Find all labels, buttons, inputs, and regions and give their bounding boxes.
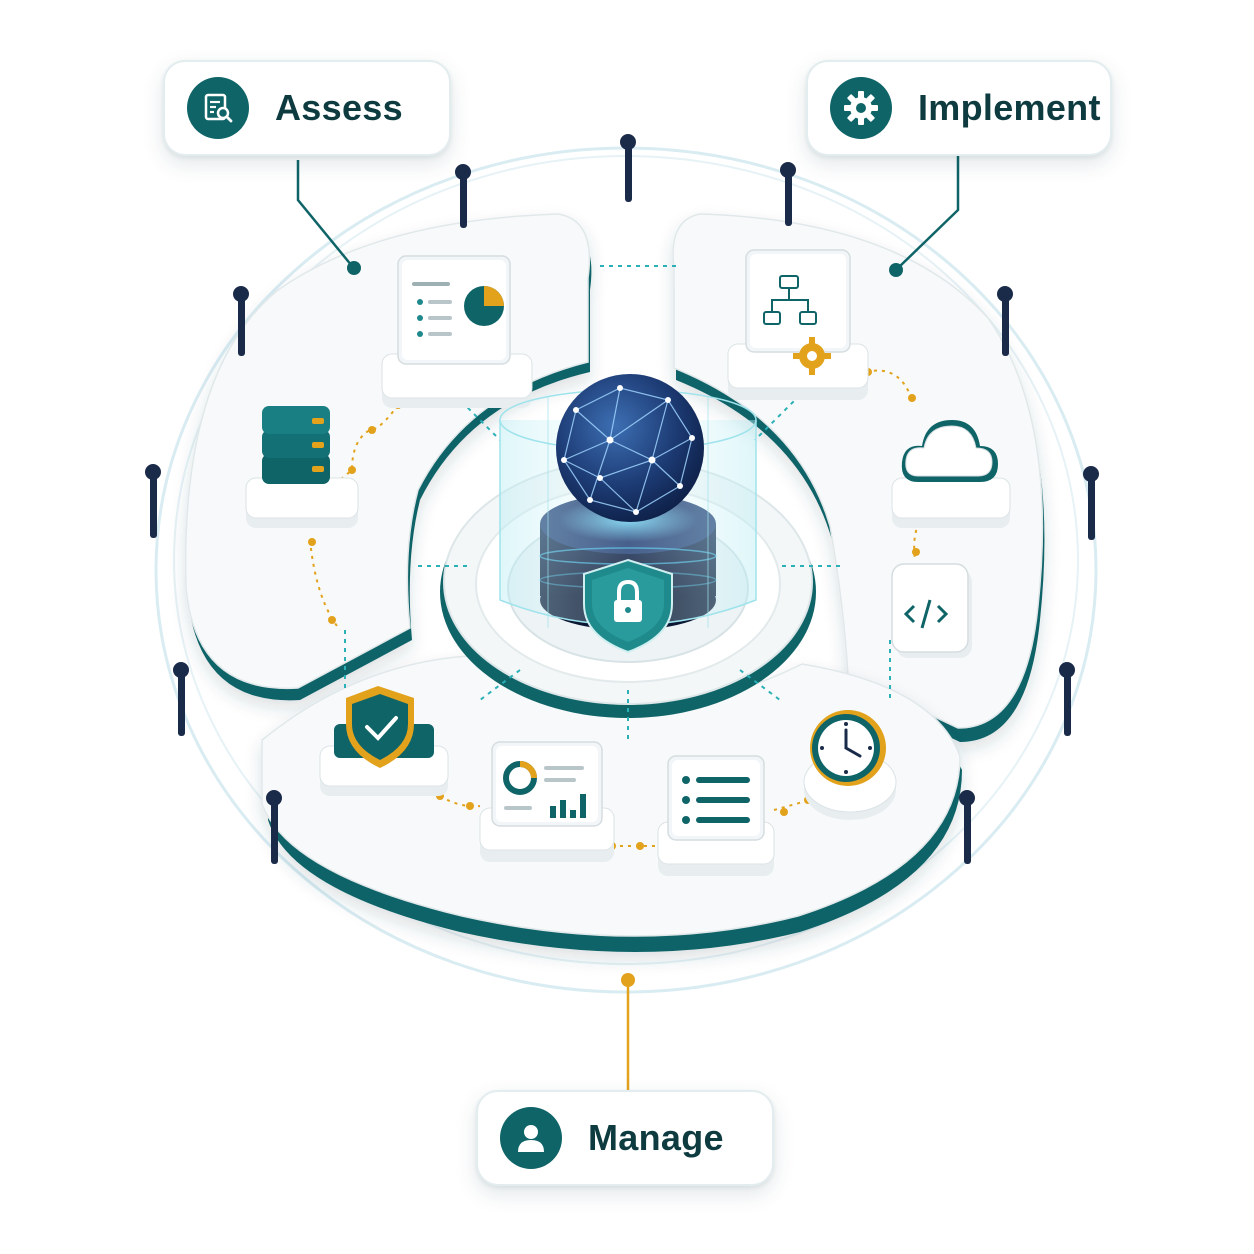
shield-check-icon: [319, 686, 449, 796]
post: [1083, 466, 1099, 540]
implement-callout-line: [889, 156, 960, 277]
small-gear-icon: [793, 337, 831, 375]
post: [997, 286, 1013, 356]
assess-label: Assess: [275, 87, 403, 128]
globe-network-icon: [556, 374, 704, 522]
post: [173, 662, 189, 736]
workflow-diagram-icon: [727, 249, 869, 400]
implement-label-card[interactable]: Implement: [806, 60, 1112, 156]
post: [620, 134, 636, 202]
post: [233, 286, 249, 356]
rim-posts: [145, 134, 1099, 864]
post: [780, 162, 796, 226]
user-icon: [500, 1107, 562, 1169]
post: [266, 790, 282, 864]
gear-icon: [830, 77, 892, 139]
database-icon: [245, 406, 359, 528]
manage-callout-line: [621, 973, 635, 1090]
list-document-icon: [657, 755, 775, 876]
assess-callout-line: [296, 160, 361, 275]
assessment-report-icon: [187, 77, 249, 139]
cloud-icon: [891, 420, 1011, 528]
gold-dotted-links: [309, 369, 936, 847]
dashboard-pie-chart-icon: [381, 255, 533, 408]
manage-label: Manage: [588, 1117, 724, 1158]
clock-icon: [803, 710, 897, 820]
shield-lock-icon: [583, 558, 673, 654]
post: [959, 790, 975, 864]
code-icon: [891, 563, 972, 658]
assess-label-card[interactable]: Assess: [163, 60, 451, 156]
manage-label-card[interactable]: Manage: [476, 1090, 774, 1186]
implement-label: Implement: [918, 87, 1101, 128]
manage-platform: [261, 655, 962, 952]
post: [145, 464, 161, 538]
post: [1059, 662, 1075, 736]
post: [455, 164, 471, 228]
analytics-dashboard-icon: [479, 741, 615, 862]
